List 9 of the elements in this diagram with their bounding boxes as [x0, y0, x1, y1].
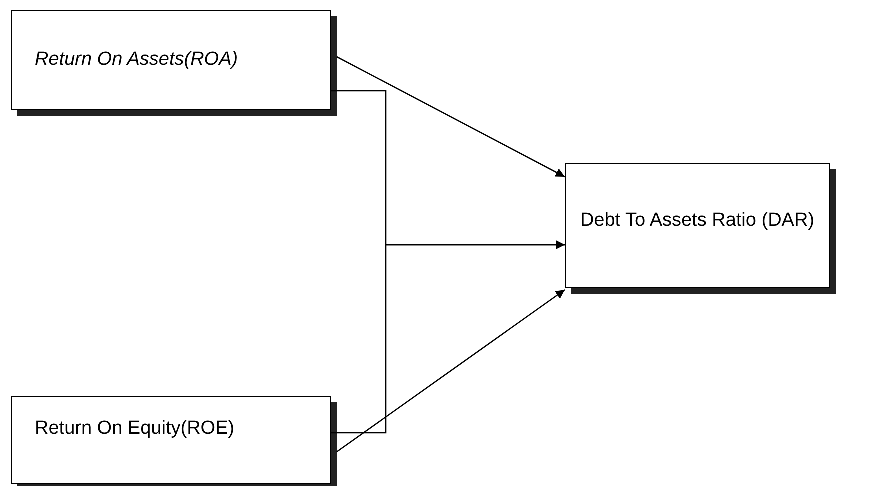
box-label: Return On Equity(ROE) [35, 418, 236, 440]
process-box [11, 10, 331, 110]
process-box [11, 396, 331, 484]
process-box [565, 163, 830, 288]
arrow [336, 56, 566, 178]
box-label: Debt To Assets Ratio (DAR) [579, 210, 816, 232]
arrow [331, 240, 565, 434]
arrow [336, 289, 566, 453]
box-label: Return On Assets(ROA) [35, 49, 240, 71]
